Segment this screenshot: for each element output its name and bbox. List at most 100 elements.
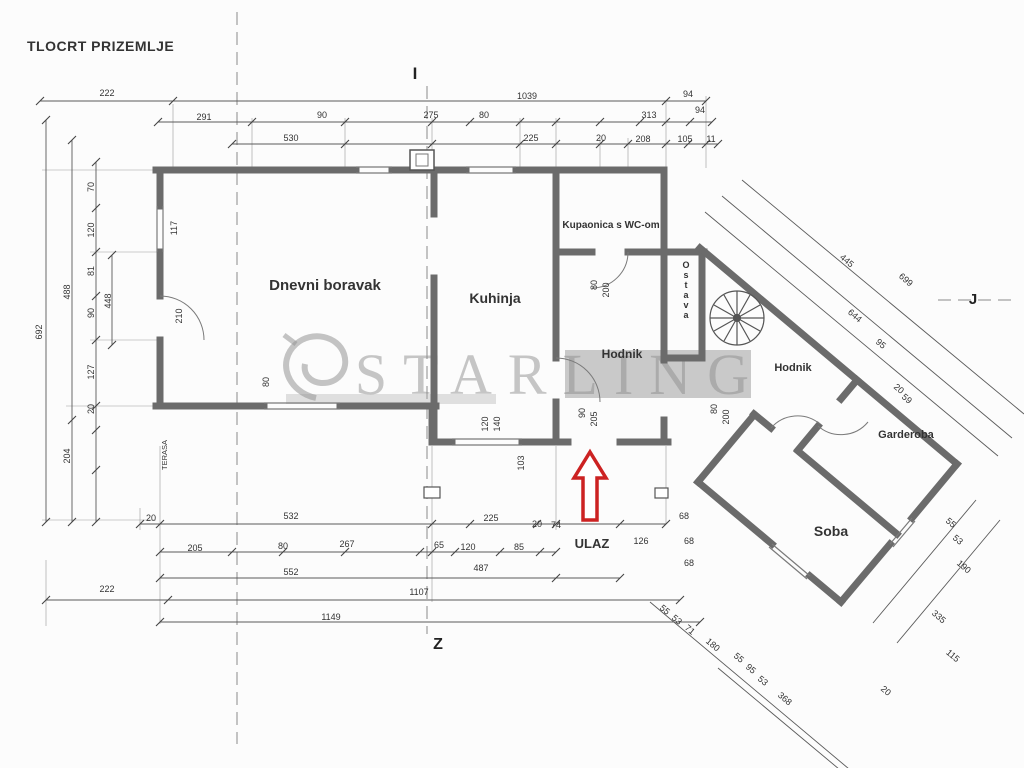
dimension-label: 313 bbox=[641, 110, 656, 120]
dimension-label: 71 bbox=[683, 623, 697, 637]
walls-ostava bbox=[660, 248, 706, 362]
dimension-label: 140 bbox=[492, 416, 502, 431]
dimension-line-set-diagonal bbox=[649, 179, 1024, 768]
watermark-underline bbox=[286, 394, 496, 404]
dimension-label: 1149 bbox=[321, 612, 340, 622]
dimension-label: 55 bbox=[944, 516, 958, 530]
window-wing-right bbox=[889, 517, 916, 548]
dimension-label: 120 bbox=[480, 416, 490, 431]
dimension-label: 53 bbox=[756, 674, 770, 688]
dimension-label: 115 bbox=[944, 647, 961, 664]
dimension-label: 335 bbox=[930, 608, 948, 625]
dimension-label: 699 bbox=[897, 271, 915, 288]
dimension-label: 20 bbox=[892, 382, 906, 396]
room-label: Kupaonica s WC-om bbox=[562, 220, 659, 231]
dimension-label: 448 bbox=[103, 293, 113, 308]
bird-logo-beak bbox=[282, 333, 298, 346]
watermark-block bbox=[565, 350, 751, 398]
room-label: Hodnik bbox=[774, 362, 812, 374]
dimension-label: 68 bbox=[684, 558, 694, 568]
dimension-label: 275 bbox=[423, 110, 438, 120]
chimney bbox=[409, 149, 435, 171]
dimension-label: 117 bbox=[169, 221, 179, 235]
axis-letter-top: I bbox=[413, 64, 418, 83]
dimension-label: 445 bbox=[838, 252, 856, 269]
dimension-label: 552 bbox=[283, 567, 298, 577]
dimension-label: 120 bbox=[460, 542, 475, 552]
dimension-label: 200 bbox=[601, 282, 611, 297]
dimension-label: 94 bbox=[683, 89, 693, 99]
dimension-label: 11 bbox=[706, 134, 715, 144]
room-label: Hodnik bbox=[602, 347, 643, 361]
dimension-label: 80 bbox=[589, 280, 599, 290]
dimension-label: 20 bbox=[86, 404, 96, 414]
marker-box-2 bbox=[654, 487, 669, 499]
marker-box-1 bbox=[423, 486, 441, 499]
entrance-arrow bbox=[570, 448, 610, 522]
dimension-label: 692 bbox=[34, 324, 44, 339]
chimney-flue bbox=[415, 153, 429, 167]
dimension-label: 267 bbox=[339, 539, 354, 549]
dimension-label: 127 bbox=[86, 364, 96, 379]
dimension-label: 80 bbox=[278, 541, 288, 551]
wing-wall-left-bottom bbox=[693, 410, 759, 487]
dimension-label: 190 bbox=[955, 558, 973, 575]
dimension-label: 20 bbox=[146, 513, 156, 523]
dimension-line-set-orthogonal bbox=[40, 100, 718, 623]
dimension-label: 90 bbox=[317, 110, 327, 120]
dimension-label: 205 bbox=[187, 543, 202, 553]
dimension-label: 59 bbox=[900, 392, 914, 406]
dimension-label: 225 bbox=[483, 513, 498, 523]
entrance-label: ULAZ bbox=[575, 536, 610, 551]
walls-wing bbox=[693, 243, 962, 607]
dimension-label: 1039 bbox=[517, 91, 537, 101]
dimension-label: 368 bbox=[776, 690, 794, 707]
dimension-label: 488 bbox=[62, 284, 72, 299]
dimension-label: 53 bbox=[951, 533, 965, 547]
windows bbox=[156, 166, 916, 580]
plan-markers bbox=[423, 486, 669, 499]
door-arc-wing-soba bbox=[770, 415, 821, 429]
dimension-label: 90 bbox=[86, 308, 96, 318]
stair-newel bbox=[732, 313, 742, 323]
door-arc-bathroom bbox=[591, 251, 629, 289]
dimension-label: 200 bbox=[721, 409, 731, 424]
wing-wall-top bbox=[695, 243, 962, 469]
dimension-label: 90 bbox=[577, 408, 587, 418]
dimension-label: 1107 bbox=[409, 587, 428, 597]
door-arc-garderoba bbox=[817, 421, 869, 436]
wing-wall-interior-b bbox=[793, 375, 862, 455]
dimension-label: 225 bbox=[523, 133, 538, 143]
dimension-label: 85 bbox=[514, 542, 524, 552]
door-arc-livingroom bbox=[159, 295, 205, 341]
spiral-staircase bbox=[709, 290, 765, 346]
dimension-label: 530 bbox=[283, 133, 298, 143]
dimension-label: 103 bbox=[516, 455, 526, 470]
room-label: Garderoba bbox=[878, 429, 935, 441]
dimension-label: 95 bbox=[874, 337, 888, 351]
dimension-label: 55 bbox=[732, 651, 746, 665]
window-left bbox=[156, 206, 164, 252]
wing-wall-interior-a bbox=[749, 409, 902, 539]
watermark-text: STARLING bbox=[355, 342, 765, 407]
dimension-ticks bbox=[35, 96, 723, 627]
dimension-label: 204 bbox=[62, 448, 72, 463]
dimension-label: 53 bbox=[670, 613, 684, 627]
dimension-label: 180 bbox=[704, 636, 722, 653]
bird-logo-icon bbox=[283, 333, 349, 401]
entrance: ULAZ bbox=[570, 448, 610, 551]
dimension-label: 65 bbox=[434, 540, 444, 550]
dimension-label: 20 bbox=[596, 133, 606, 143]
window-wing-bottom bbox=[768, 543, 811, 580]
dimension-label: 126 bbox=[633, 536, 648, 546]
wing-wall-bottom bbox=[693, 477, 846, 607]
dimension-label: 205 bbox=[589, 411, 599, 426]
room-label: Kuhinja bbox=[469, 290, 521, 306]
dimension-label: 487 bbox=[473, 563, 488, 573]
dimension-lines bbox=[35, 96, 1024, 768]
stair-treads bbox=[710, 291, 764, 345]
